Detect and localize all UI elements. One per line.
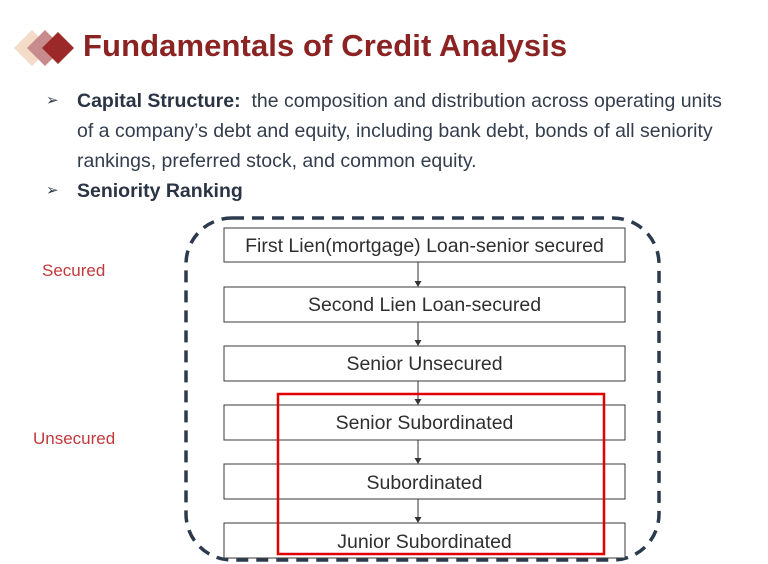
bullet-term: Capital Structure:: [77, 90, 241, 112]
rank-box-subordinated: Subordinated: [223, 463, 626, 500]
rank-label: Subordinated: [366, 472, 482, 494]
rank-box-second-lien: Second Lien Loan-secured: [223, 286, 626, 323]
bullet-seniority-ranking: ➢ Seniority Ranking: [46, 176, 768, 206]
rank-box-senior-unsecured: Senior Unsecured: [223, 345, 626, 382]
rank-box-senior-subordinated: Senior Subordinated: [223, 404, 626, 441]
rank-label: Junior Subordinated: [337, 531, 512, 553]
arrow-down-icon: [414, 399, 422, 405]
bullet-capital-structure: ➢ Capital Structure: the composition and…: [46, 86, 768, 176]
rank-label: Second Lien Loan-secured: [308, 294, 541, 316]
bullet-term: Seniority Ranking: [77, 180, 243, 202]
arrow-bullet-icon: ➢: [46, 182, 59, 199]
arrow-down-icon: [414, 517, 422, 523]
arrow-bullet-icon: ➢: [46, 92, 59, 109]
bullet-text-line2: of a company’s debt and equity, includin…: [77, 120, 713, 142]
rank-label: First Lien(mortgage) Loan-senior secured: [245, 235, 604, 257]
rank-label: Senior Unsecured: [346, 353, 502, 375]
dashed-container: [184, 216, 661, 562]
diamond-logo-icon: [14, 30, 74, 66]
secured-label: Secured: [42, 261, 105, 280]
subordinated-highlight-box: [276, 392, 606, 556]
bullet-text-line3: rankings, preferred stock, and common eq…: [77, 150, 477, 172]
connector-arrows: [414, 262, 422, 523]
arrow-down-icon: [414, 281, 422, 287]
unsecured-label: Unsecured: [33, 429, 115, 448]
rank-box-junior-subordinated: Junior Subordinated: [223, 522, 626, 559]
rank-label: Senior Subordinated: [336, 412, 514, 434]
bullet-text-line1: the composition and distribution across …: [251, 90, 722, 112]
page-title: Fundamentals of Credit Analysis: [83, 28, 568, 63]
arrow-down-icon: [414, 458, 422, 464]
bullet-list: ➢ Capital Structure: the composition and…: [46, 86, 768, 206]
rank-box-first-lien: First Lien(mortgage) Loan-senior secured: [223, 227, 626, 263]
arrow-down-icon: [414, 340, 422, 346]
